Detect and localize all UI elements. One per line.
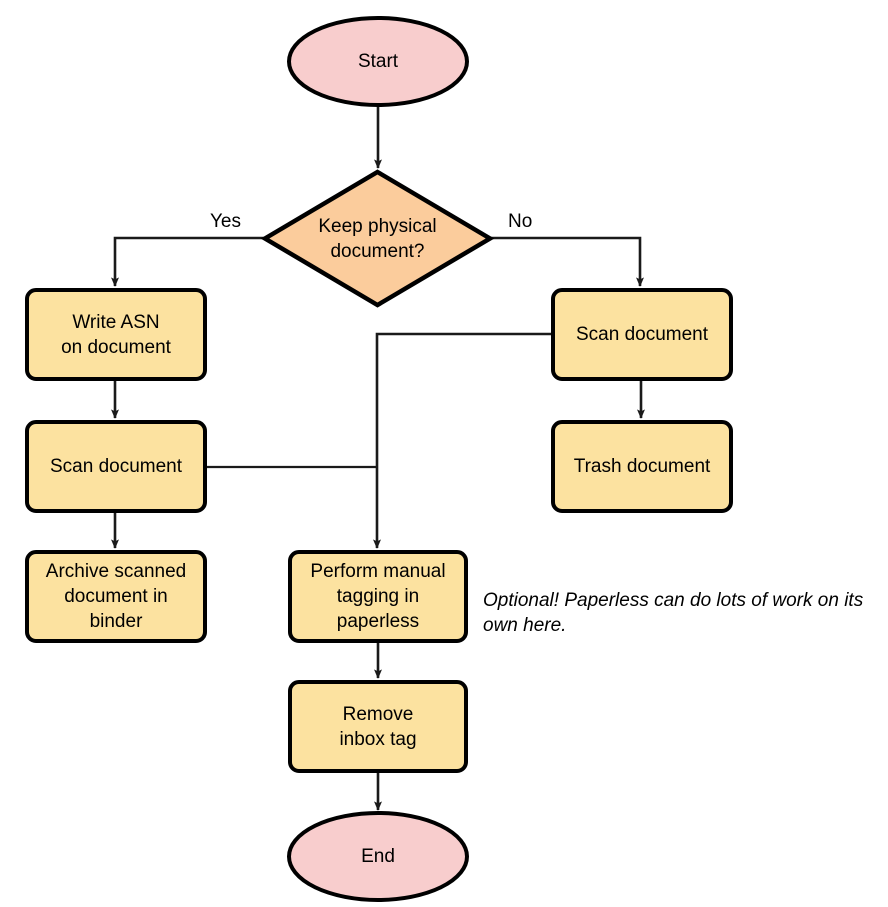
node-start[interactable] (287, 16, 469, 107)
edge-label-no: No (508, 211, 533, 232)
node-scan-document-right[interactable] (551, 288, 733, 381)
node-layer (25, 16, 733, 902)
node-write-asn[interactable] (25, 288, 207, 381)
node-decision-keep-physical-document[interactable] (260, 169, 495, 308)
edge-decision-yes-to-write-asn (111, 236, 265, 287)
node-archive-scanned-document[interactable] (25, 550, 207, 643)
node-scan-document-left[interactable] (25, 420, 207, 513)
node-remove-inbox-tag[interactable] (288, 680, 468, 773)
connector-layer (111, 105, 645, 811)
edge-scan-right-to-manual-tagging (373, 332, 553, 549)
node-trash-document[interactable] (551, 420, 733, 513)
edge-label-yes: Yes (210, 211, 241, 232)
node-perform-manual-tagging[interactable] (288, 550, 468, 643)
edge-decision-no-to-scan-right (490, 236, 644, 287)
optional-note: Optional! Paperless can do lots of work … (483, 590, 864, 636)
node-end[interactable] (287, 811, 469, 902)
